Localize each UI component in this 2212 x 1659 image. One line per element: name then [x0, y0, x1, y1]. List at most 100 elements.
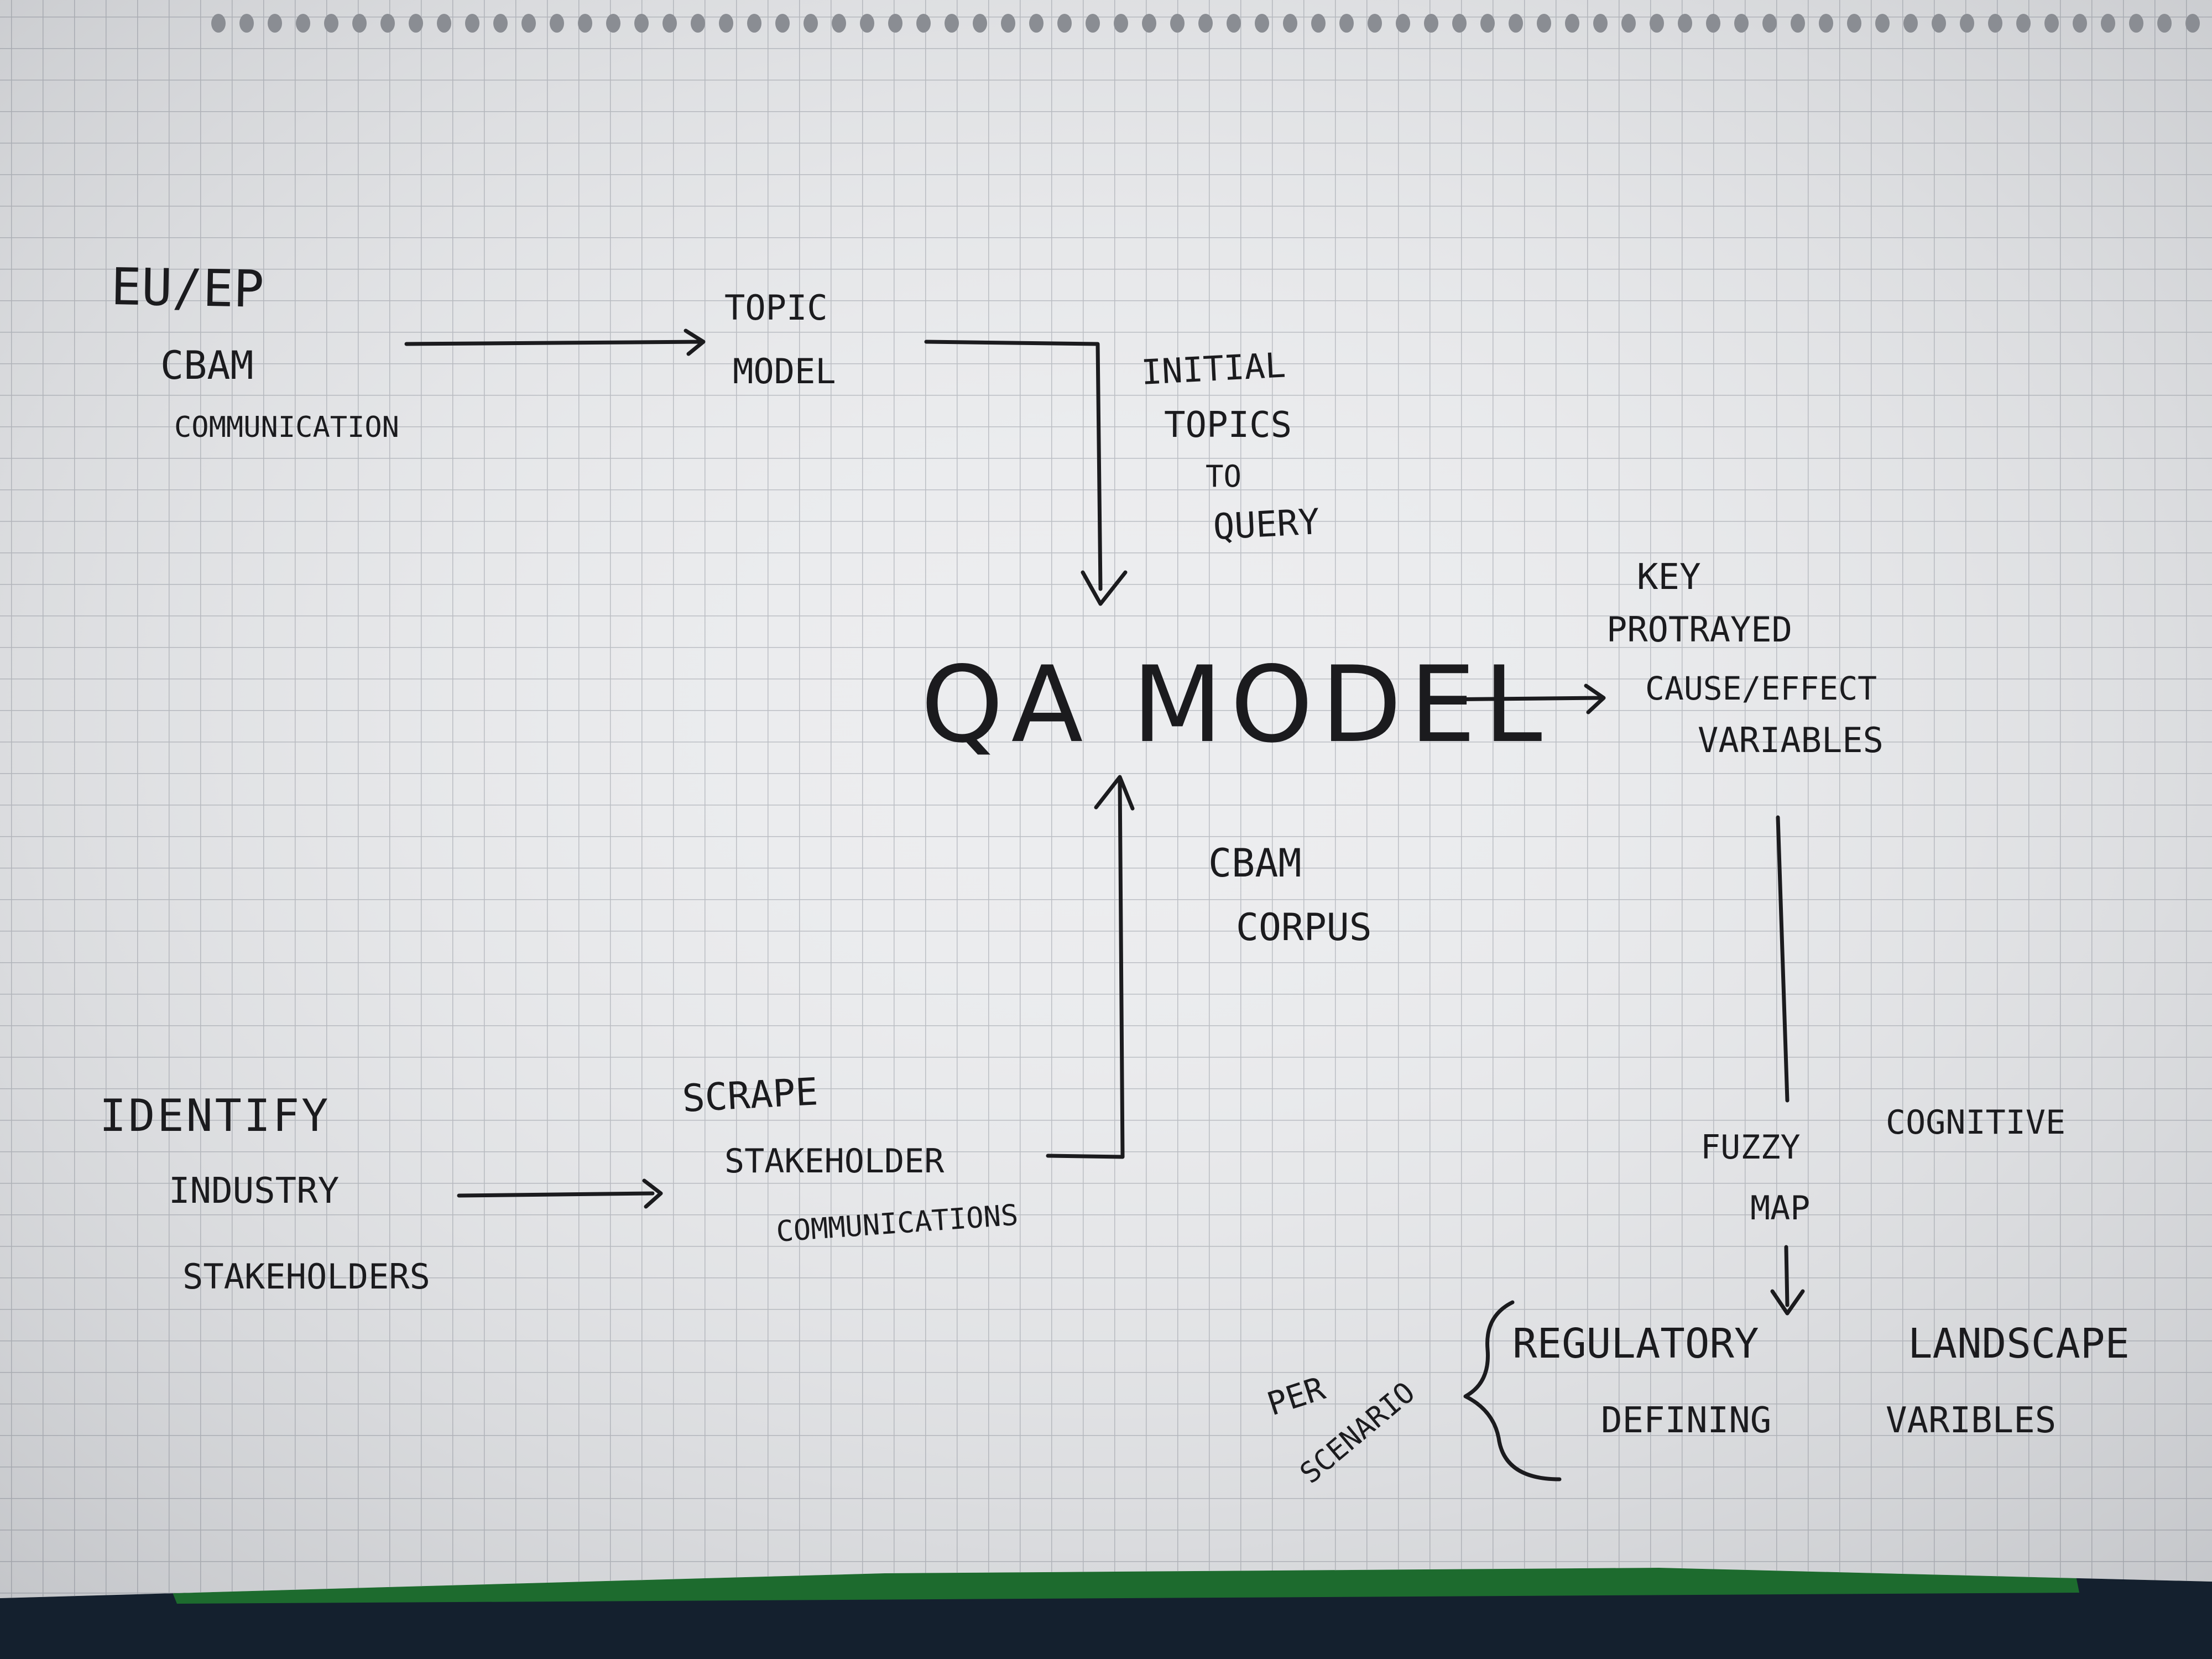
node-topic-model: TOPIC MODEL: [724, 288, 836, 392]
spiral-hole: [1198, 14, 1213, 33]
per-scenario-brace: [1463, 1300, 1562, 1481]
identify-line-1: IDENTIFY: [100, 1090, 330, 1141]
spiral-hole: [747, 14, 761, 33]
spiral-hole: [437, 14, 451, 33]
source-title: EU/EP: [111, 257, 265, 319]
topic-model-line-1: TOPIC: [724, 288, 828, 328]
spiral-hole: [1255, 14, 1269, 33]
spiral-hole: [1847, 14, 1861, 33]
spiral-binding: [211, 14, 2200, 33]
scrape-line-2: STAKEHOLDER: [724, 1142, 945, 1181]
spiral-hole: [2073, 14, 2087, 33]
source-line-2: COMMUNICATION: [174, 411, 399, 444]
spiral-hole: [945, 14, 959, 33]
spiral-hole: [1368, 14, 1382, 33]
edge-label-initial-topics: INITIAL TOPICS TO QUERY: [1140, 345, 1321, 548]
spiral-hole: [1791, 14, 1805, 33]
spiral-hole: [1452, 14, 1467, 33]
identify-line-2: INDUSTRY: [169, 1171, 339, 1212]
spiral-hole: [1932, 14, 1946, 33]
spiral-hole: [1114, 14, 1128, 33]
spiral-hole: [1819, 14, 1833, 33]
node-regulatory: REGULATORY LANDSCAPE DEFINING VARIBLES: [1512, 1320, 2130, 1441]
spiral-hole: [1283, 14, 1297, 33]
spiral-hole: [2157, 14, 2172, 33]
corpus-line-2: CORPUS: [1236, 906, 1372, 950]
spiral-hole: [1678, 14, 1692, 33]
spiral-hole: [2129, 14, 2143, 33]
spiral-hole: [1311, 14, 1326, 33]
topic-model-line-2: MODEL: [733, 351, 836, 392]
spiral-hole: [1029, 14, 1044, 33]
spiral-hole: [1988, 14, 2002, 33]
corpus-line-1: CBAM: [1208, 841, 1302, 886]
spiral-hole: [465, 14, 479, 33]
spiral-hole: [1086, 14, 1100, 33]
line-key-variables-to-fcm: [1776, 815, 1790, 1103]
spiral-hole: [1960, 14, 1974, 33]
spiral-hole: [1621, 14, 1636, 33]
initial-topics-line-2: TOPICS: [1164, 405, 1292, 446]
fcm-line-1: FUZZY: [1700, 1128, 1801, 1167]
spiral-hole: [719, 14, 733, 33]
spiral-hole: [409, 14, 423, 33]
spiral-hole: [2044, 14, 2059, 33]
spiral-hole: [1480, 14, 1495, 33]
spiral-hole: [1650, 14, 1664, 33]
connector-lines: [404, 328, 1805, 1481]
identify-line-3: STAKEHOLDERS: [182, 1256, 430, 1297]
spiral-hole: [1001, 14, 1015, 33]
spiral-hole: [578, 14, 592, 33]
scrape-line-1: SCRAPE: [681, 1070, 819, 1121]
arrow-identify-to-scrape: [457, 1178, 663, 1209]
spiral-hole: [804, 14, 818, 33]
spiral-hole: [239, 14, 254, 33]
regulatory-line-3: DEFINING: [1601, 1400, 1771, 1441]
node-qa-model: QA MODEL: [921, 644, 1550, 766]
spiral-hole: [1706, 14, 1720, 33]
arrow-scrape-to-qa: [1046, 775, 1135, 1159]
spiral-hole: [1537, 14, 1551, 33]
node-source: EU/EP CBAM COMMUNICATION: [111, 257, 399, 444]
spiral-hole: [324, 14, 338, 33]
spiral-hole: [606, 14, 620, 33]
arrow-fcm-to-regulatory: [1770, 1245, 1805, 1316]
spiral-hole: [662, 14, 677, 33]
source-line-1: CBAM: [160, 343, 254, 388]
spiral-hole: [2185, 14, 2200, 33]
spiral-hole: [2016, 14, 2031, 33]
key-variables-line-4: VARIABLES: [1698, 720, 1884, 760]
qa-model-label: QA MODEL: [921, 644, 1550, 766]
spiral-hole: [296, 14, 310, 33]
regulatory-line-2: LANDSCAPE: [1908, 1320, 2130, 1368]
fcm-line-3: MAP: [1750, 1189, 1810, 1228]
spiral-hole: [1170, 14, 1185, 33]
edge-label-corpus: CBAM CORPUS: [1208, 841, 1372, 950]
spiral-hole: [1142, 14, 1156, 33]
initial-topics-line-1: INITIAL: [1140, 345, 1287, 393]
node-key-variables: KEY PROTRAYED CAUSE/EFFECT VARIABLES: [1606, 557, 1884, 760]
spiral-hole: [211, 14, 226, 33]
spiral-hole: [888, 14, 902, 33]
initial-topics-line-3: TO: [1206, 459, 1241, 494]
spiral-hole: [2101, 14, 2115, 33]
spiral-hole: [973, 14, 987, 33]
regulatory-line-1: REGULATORY: [1512, 1320, 1759, 1368]
node-identify: IDENTIFY INDUSTRY STAKEHOLDERS: [100, 1090, 430, 1297]
regulatory-line-4: VARIBLES: [1886, 1400, 2056, 1441]
spiral-hole: [634, 14, 649, 33]
arrow-qa-to-key-variables: [1430, 684, 1606, 714]
arrow-source-to-topic-model: [404, 328, 706, 356]
arrow-topic-model-to-qa: [924, 340, 1128, 606]
spiral-hole: [691, 14, 705, 33]
spiral-hole: [1903, 14, 1918, 33]
spiral-hole: [1339, 14, 1354, 33]
spiral-hole: [860, 14, 874, 33]
spiral-hole: [268, 14, 282, 33]
spiral-hole: [1875, 14, 1890, 33]
spiral-hole: [493, 14, 508, 33]
spiral-hole: [550, 14, 564, 33]
spiral-hole: [1762, 14, 1777, 33]
spiral-hole: [521, 14, 536, 33]
